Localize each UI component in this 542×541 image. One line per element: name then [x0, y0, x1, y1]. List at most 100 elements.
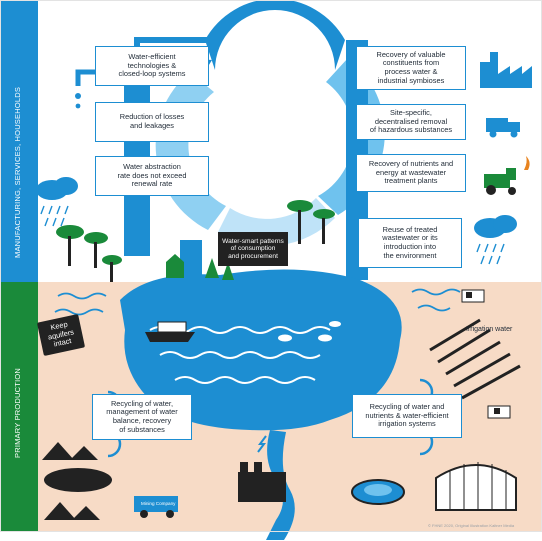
- sidebar-label-primary-production: PRIMARY PRODUCTION: [13, 367, 22, 458]
- truck-icon: [486, 118, 520, 138]
- tree-canopy-4: [287, 200, 313, 212]
- tree-trunk-5: [322, 218, 325, 244]
- ship-cabin: [157, 321, 187, 333]
- tractor-wheel-2: [508, 187, 516, 195]
- pile-2: [70, 446, 98, 460]
- tractor-wheel-1: [486, 185, 496, 195]
- lake-body: [120, 269, 402, 431]
- lake: [120, 269, 402, 431]
- city: [166, 240, 234, 280]
- cloud-left-puff: [54, 177, 78, 195]
- copyright-notice: © FHNE 2020, Original Illustration Kaltn…: [428, 523, 515, 528]
- pine-1: [205, 258, 219, 278]
- ship-hull: [145, 332, 195, 342]
- truck-wheel-1: [489, 130, 497, 138]
- lake-wave-2: [159, 351, 321, 359]
- tree-trunk-3: [110, 262, 113, 282]
- trees-center: [287, 200, 335, 244]
- pile-3: [44, 502, 76, 520]
- wave-r2: [417, 304, 451, 312]
- drop-1: [75, 93, 81, 99]
- rain-right: [476, 243, 505, 265]
- tree-canopy-5: [313, 209, 335, 219]
- wave-l2: [54, 308, 104, 316]
- box-recycling-water-management: Recycling of water, management of water …: [92, 394, 192, 440]
- box-reuse-treated-wastewater: Reuse of treated wastewater or its intro…: [358, 218, 462, 268]
- flame-icon: [524, 156, 530, 170]
- tractor-body: [484, 174, 510, 188]
- note-water-smart-patterns: Water-smart patterns of consumption and …: [218, 232, 288, 266]
- box-water-abstraction-rate: Water abstraction rate does not exceed r…: [95, 156, 209, 196]
- tree-canopy-1: [56, 225, 84, 239]
- tree-trunk-4: [298, 210, 301, 244]
- tree-trunk-1: [68, 236, 71, 266]
- treatment-basin: [351, 479, 405, 505]
- tree-trunk-2: [94, 242, 97, 268]
- mining-truck: [134, 496, 178, 512]
- tractor-cab: [506, 168, 516, 180]
- pine-2: [222, 262, 234, 280]
- plant-body: [238, 472, 286, 502]
- tree-canopy-3: [102, 255, 122, 265]
- plant-stack-2: [254, 462, 262, 472]
- cloud-right-puff: [493, 215, 517, 233]
- field-rows: [429, 318, 521, 400]
- greenhouse-ribs: [449, 462, 507, 510]
- plant-stack-1: [240, 462, 248, 472]
- factory-icon: [480, 52, 532, 88]
- wave-l1: [57, 292, 107, 300]
- rain-left: [40, 205, 69, 227]
- mine-pit: [44, 468, 112, 492]
- lake-wave-3: [174, 376, 316, 384]
- arc-top: [205, 0, 345, 70]
- building-blue: [180, 240, 202, 278]
- mining-truck-wheel-2: [166, 510, 174, 518]
- power-plant: [238, 435, 286, 502]
- right-waves: [411, 288, 461, 312]
- truck-cargo: [486, 118, 508, 132]
- mining-area: [42, 442, 112, 520]
- drop-2: [75, 103, 81, 109]
- tree-canopy-2: [84, 232, 108, 244]
- cow-1-spot: [466, 292, 472, 298]
- box-site-specific-removal: Site-specific, decentralised removal of …: [356, 104, 466, 140]
- left-waves: [54, 292, 107, 316]
- box-recovery-nutrients-energy: Recovery of nutrients and energy at wast…: [356, 154, 466, 192]
- greenhouse-frame: [435, 464, 517, 511]
- fish-1: [278, 334, 292, 342]
- tractor-icon: [484, 156, 530, 195]
- cow-1: [461, 289, 485, 303]
- fish-3: [329, 321, 341, 327]
- trees-left: [56, 225, 122, 282]
- lightning-icon: [257, 435, 267, 453]
- building-green-roof: [166, 254, 184, 262]
- pile-1: [42, 442, 74, 460]
- label-mining-company: Mining Company: [141, 501, 176, 506]
- building-green: [166, 262, 184, 278]
- cloud-left: [36, 177, 78, 227]
- factory-shape: [480, 52, 532, 88]
- cow-2-spot: [494, 408, 500, 414]
- basin-inner: [364, 484, 392, 496]
- label-irrigation-water: Irrigation water: [466, 326, 513, 333]
- truck-wheel-2: [510, 130, 518, 138]
- sidebar-label-manufacturing: MANUFACTURING, SERVICES, HOUSEHOLDS: [13, 86, 22, 258]
- box-water-efficient-technologies: Water-efficient technologies & closed-lo…: [95, 46, 209, 86]
- pile-4: [72, 506, 100, 520]
- cow-1-body: [461, 289, 485, 303]
- mining-truck-wheel-1: [140, 510, 148, 518]
- field: [429, 318, 521, 400]
- wave-r1: [411, 288, 461, 296]
- greenhouse: [435, 462, 517, 511]
- fish-2: [318, 334, 332, 342]
- box-reduction-of-losses: Reduction of losses and leakages: [95, 102, 209, 142]
- sidebar-lower: [0, 282, 38, 541]
- truck-cab: [508, 122, 520, 132]
- sidebar-upper: [0, 0, 38, 282]
- box-recovery-valuable-constituents: Recovery of valuable constituents from p…: [356, 46, 466, 90]
- box-recycling-water-nutrients: Recycling of water and nutrients & water…: [352, 394, 462, 438]
- cloud-right: [474, 215, 517, 265]
- ship: [145, 321, 195, 342]
- cow-2: [487, 405, 511, 419]
